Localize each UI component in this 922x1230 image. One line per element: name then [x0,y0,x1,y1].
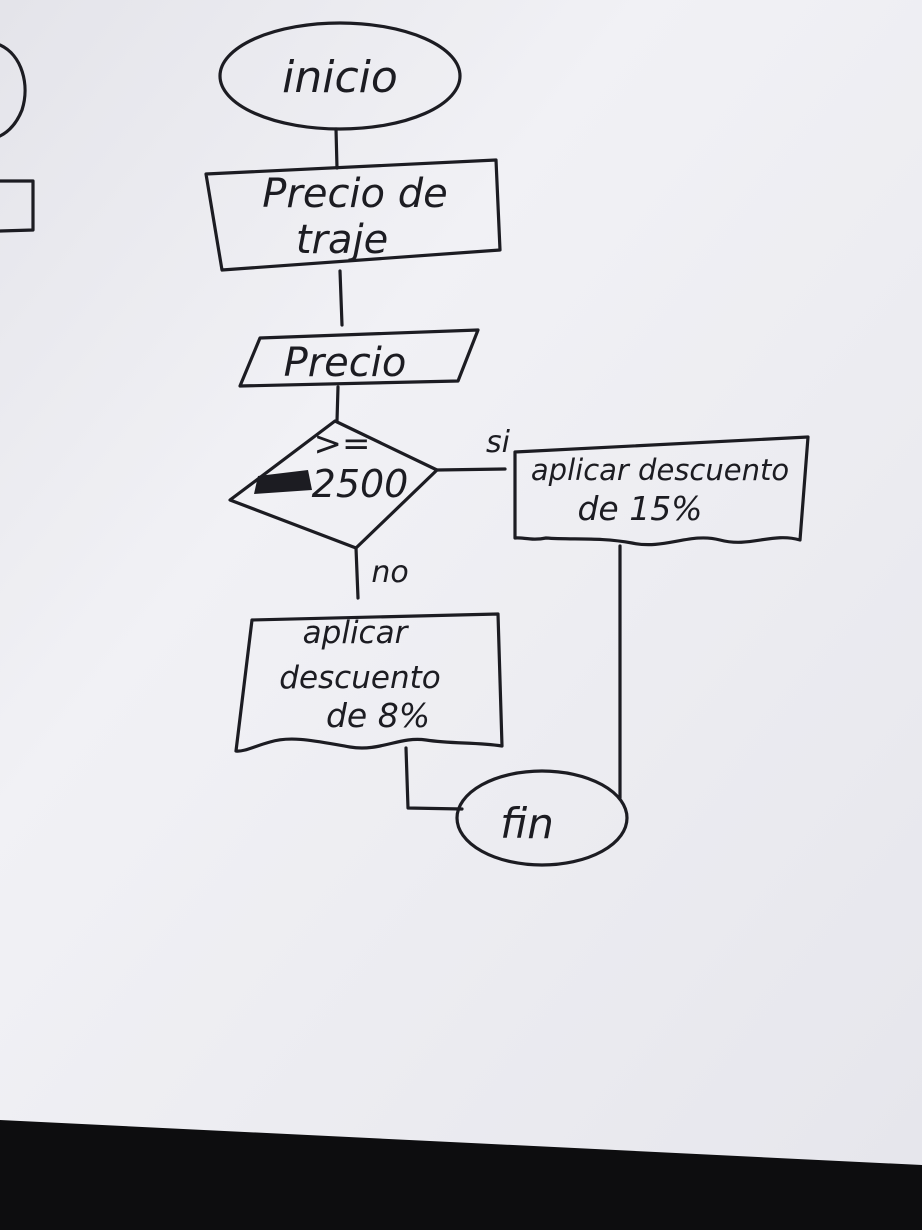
connector-no-end [404,746,464,811]
no-process-line-1: aplicar [303,615,410,651]
connector-start-input [334,127,339,170]
decision-value: 2500 [312,462,409,506]
connector-yes-branch [435,467,507,472]
data-label: Precio [284,340,407,386]
partial-rectangle-shape [0,179,35,233]
start-terminal [218,21,462,131]
no-process-line-3: de 8% [326,696,430,735]
paper-sheet [0,0,922,1165]
start-label: inicio [282,52,398,103]
scribbled-out-mark [254,470,312,494]
connector-input-data [338,269,344,327]
connector-no-branch [354,546,360,600]
decision-operator: >= [314,424,371,464]
no-process-box [234,612,504,753]
input-label-line-1: Precio de [262,171,447,217]
data-parallelogram [238,328,480,388]
end-terminal [455,769,629,867]
yes-process-line-1: aplicar descuento [531,453,789,487]
yes-process-box [513,435,810,547]
input-process-box [204,158,502,272]
partial-oval-shape [0,43,27,138]
no-label: no [371,555,408,590]
yes-label: si [486,425,511,460]
no-process-line-2: descuento [279,660,440,696]
yes-process-line-2: de 15% [577,489,702,528]
input-label-line-2: traje [296,217,388,263]
end-label: fin [500,799,554,848]
connector-data-decision [335,385,340,423]
